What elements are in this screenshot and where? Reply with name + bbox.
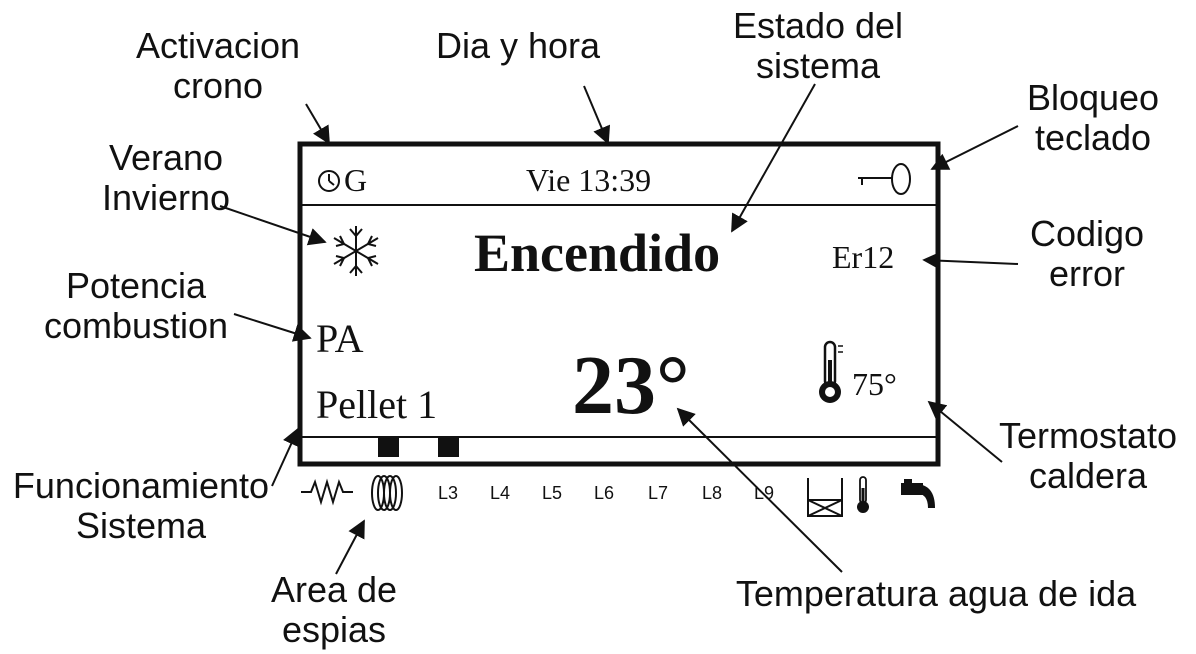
label-codigo-error: Codigo error xyxy=(1012,214,1162,294)
label-line: crono xyxy=(172,65,264,106)
label-line: teclado xyxy=(1034,117,1152,158)
coil-icon xyxy=(371,475,403,511)
label-line: Codigo xyxy=(1029,213,1145,254)
label-area-de-espias: Area de espias xyxy=(254,570,414,650)
indicator-l5: L5 xyxy=(542,483,563,503)
arrow-potencia xyxy=(233,313,312,342)
label-temperatura-agua-ida: Temperatura agua de ida xyxy=(726,574,1146,614)
status-block-1 xyxy=(378,437,399,457)
label-line: sistema xyxy=(755,45,881,86)
label-line: Activacion xyxy=(135,25,301,66)
label-potencia-combustion: Potencia combustion xyxy=(36,266,236,346)
label-dia-y-hora: Dia y hora xyxy=(418,26,618,66)
display-frame xyxy=(297,141,941,467)
label-verano-invierno: Verano Invierno xyxy=(86,138,246,218)
callout-arrows xyxy=(219,83,1019,575)
thermometer-icon xyxy=(819,340,843,403)
tap-icon xyxy=(901,479,935,508)
label-line: Temperatura agua de ida xyxy=(735,573,1137,614)
day-time: Vie 13:39 xyxy=(526,162,652,198)
arrow-estado xyxy=(731,83,816,233)
label-line: Dia y hora xyxy=(435,25,601,66)
indicator-l8: L8 xyxy=(702,483,723,503)
status-text: Encendido xyxy=(474,223,721,283)
arrow-verano-invierno xyxy=(219,205,327,246)
clock-icon xyxy=(318,170,340,192)
label-line: caldera xyxy=(1028,455,1148,496)
label-line: espias xyxy=(281,609,387,650)
indicator-l9: L9 xyxy=(754,483,775,503)
arrow-dia-y-hora xyxy=(583,85,611,145)
label-line: Bloqueo xyxy=(1026,77,1160,118)
label-activacion-crono: Activacion crono xyxy=(128,26,308,106)
resistance-icon xyxy=(301,478,353,506)
indicator-l7: L7 xyxy=(648,483,669,503)
label-line: Verano xyxy=(108,137,224,178)
error-code: Er12 xyxy=(832,239,895,275)
arrow-codigo-error xyxy=(922,251,1019,270)
label-line: Potencia xyxy=(65,265,207,306)
arrow-temperatura-agua xyxy=(676,407,843,573)
label-line: Estado del xyxy=(732,5,904,46)
label-line: Termostato xyxy=(998,415,1178,456)
crono-letter: G xyxy=(344,162,368,198)
label-estado-del-sistema: Estado del sistema xyxy=(718,6,918,86)
arrow-bloqueo xyxy=(930,125,1019,170)
snowflake-icon xyxy=(333,226,379,276)
arrow-activacion-crono xyxy=(305,103,330,145)
label-bloqueo-teclado: Bloqueo teclado xyxy=(1008,78,1178,158)
water-temperature: 23° xyxy=(572,339,690,432)
status-block-2 xyxy=(438,437,459,457)
fuel-type: Pellet 1 xyxy=(316,382,438,427)
arrow-area-espias xyxy=(335,519,365,575)
label-line: Sistema xyxy=(75,505,207,546)
label-line: Funcionamiento xyxy=(12,465,270,506)
arrow-funcionamiento xyxy=(271,427,300,487)
label-line: combustion xyxy=(43,305,229,346)
power-level: PA xyxy=(316,316,364,361)
label-termostato-caldera: Termostato caldera xyxy=(988,416,1188,496)
key-icon xyxy=(858,163,911,195)
label-line: error xyxy=(1048,253,1125,294)
label-funcionamiento-sistema: Funcionamiento Sistema xyxy=(6,466,276,546)
indicator-l4: L4 xyxy=(490,483,511,503)
small-thermometer-icon xyxy=(857,476,869,513)
label-line: Area de xyxy=(270,569,398,610)
indicator-l6: L6 xyxy=(594,483,615,503)
boiler-temperature: 75° xyxy=(852,366,897,402)
label-line: Invierno xyxy=(101,177,231,218)
arrow-termostato xyxy=(927,400,1003,463)
indicator-l3: L3 xyxy=(438,483,459,503)
tank-icon xyxy=(807,478,843,517)
